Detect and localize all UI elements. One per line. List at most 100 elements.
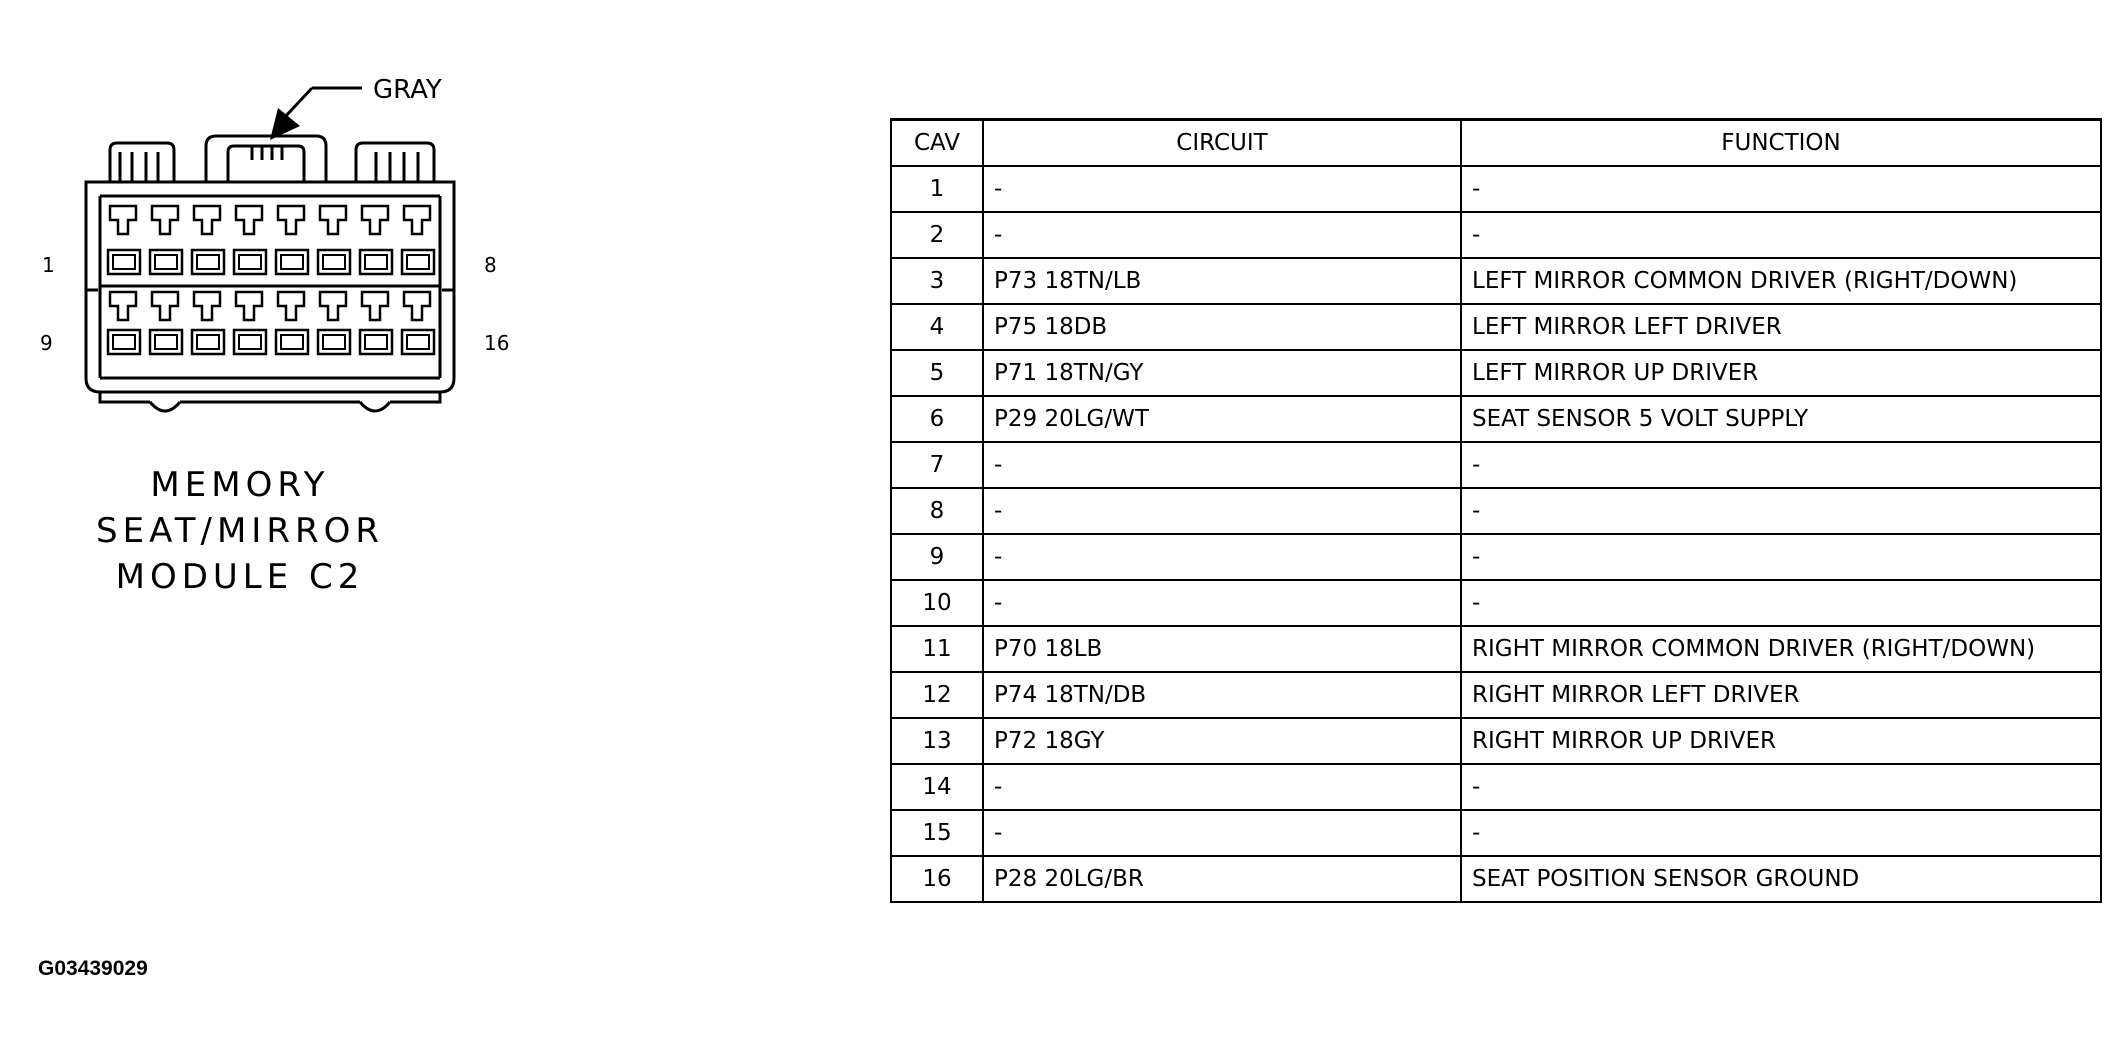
pin-terminals [106, 204, 436, 356]
circuit-cell: - [982, 487, 1462, 535]
header-circuit: CIRCUIT [982, 118, 1462, 167]
table-row: 14-- [890, 763, 2102, 811]
pin-cavity-5 [274, 204, 310, 276]
pin-cavity-13 [274, 290, 310, 356]
figure-id: G03439029 [38, 957, 148, 980]
connector-latches [108, 134, 436, 182]
table-row: 7-- [890, 441, 2102, 489]
cav-cell: 5 [890, 349, 984, 397]
pin-cavity-10 [148, 290, 184, 356]
header-function: FUNCTION [1460, 118, 2102, 167]
pin-cavity-14 [316, 290, 352, 356]
cav-cell: 9 [890, 533, 984, 581]
circuit-cell: P73 18TN/LB [982, 257, 1462, 305]
pin-label-16: 16 [484, 331, 509, 355]
table-row: 8-- [890, 487, 2102, 535]
cav-cell: 6 [890, 395, 984, 443]
circuit-cell: - [982, 579, 1462, 627]
gray-callout-arrow [270, 86, 362, 140]
cav-cell: 16 [890, 855, 984, 903]
function-cell: SEAT POSITION SENSOR GROUND [1460, 855, 2102, 903]
pin-label-8: 8 [484, 253, 497, 277]
circuit-cell: P71 18TN/GY [982, 349, 1462, 397]
function-cell: - [1460, 211, 2102, 259]
function-cell: - [1460, 763, 2102, 811]
table-row: 9-- [890, 533, 2102, 581]
circuit-cell: - [982, 165, 1462, 213]
cav-cell: 7 [890, 441, 984, 489]
pin-label-9: 9 [40, 331, 53, 355]
table-row: 2-- [890, 211, 2102, 259]
function-cell: - [1460, 579, 2102, 627]
function-cell: RIGHT MIRROR COMMON DRIVER (RIGHT/DOWN) [1460, 625, 2102, 673]
pin-cavity-7 [358, 204, 394, 276]
cav-cell: 2 [890, 211, 984, 259]
function-cell: - [1460, 809, 2102, 857]
function-cell: LEFT MIRROR COMMON DRIVER (RIGHT/DOWN) [1460, 257, 2102, 305]
circuit-cell: P75 18DB [982, 303, 1462, 351]
circuit-cell: - [982, 211, 1462, 259]
cav-cell: 13 [890, 717, 984, 765]
function-cell: - [1460, 165, 2102, 213]
circuit-cell: - [982, 441, 1462, 489]
cav-cell: 4 [890, 303, 984, 351]
pin-cavity-16 [400, 290, 436, 356]
cav-cell: 14 [890, 763, 984, 811]
function-cell: - [1460, 533, 2102, 581]
pin-cavity-12 [232, 290, 268, 356]
table-row: 1-- [890, 165, 2102, 213]
connector-diagram: GRAY 1 8 9 16 [40, 75, 509, 413]
circuit-cell: P74 18TN/DB [982, 671, 1462, 719]
circuit-cell: - [982, 809, 1462, 857]
pin-cavity-8 [400, 204, 436, 276]
circuit-cell: - [982, 763, 1462, 811]
pin-cavity-4 [232, 204, 268, 276]
pin-cavity-6 [316, 204, 352, 276]
circuit-cell: - [982, 533, 1462, 581]
pin-cavity-2 [148, 204, 184, 276]
table-row: 10-- [890, 579, 2102, 627]
connector-body [84, 180, 456, 413]
function-cell: SEAT SENSOR 5 VOLT SUPPLY [1460, 395, 2102, 443]
cav-cell: 12 [890, 671, 984, 719]
connector-title-line-2: MODULE C2 [115, 557, 365, 597]
pin-cavity-15 [358, 290, 394, 356]
cav-cell: 1 [890, 165, 984, 213]
connector-title: MEMORY SEAT/MIRROR MODULE C2 [20, 462, 460, 600]
pin-cavity-11 [190, 290, 226, 356]
connector-title-line-1: MEMORY SEAT/MIRROR [96, 465, 384, 551]
header-cav: CAV [890, 118, 984, 167]
color-label: GRAY [373, 75, 442, 105]
cav-cell: 15 [890, 809, 984, 857]
function-cell: LEFT MIRROR UP DRIVER [1460, 349, 2102, 397]
function-cell: RIGHT MIRROR UP DRIVER [1460, 717, 2102, 765]
pin-cavity-1 [106, 204, 142, 276]
cav-cell: 3 [890, 257, 984, 305]
function-cell: LEFT MIRROR LEFT DRIVER [1460, 303, 2102, 351]
table-header-row: CAV CIRCUIT FUNCTION [890, 118, 2102, 167]
circuit-cell: P70 18LB [982, 625, 1462, 673]
cav-cell: 11 [890, 625, 984, 673]
pin-cavity-9 [106, 290, 142, 356]
cav-cell: 10 [890, 579, 984, 627]
circuit-cell: P29 20LG/WT [982, 395, 1462, 443]
pin-label-1: 1 [42, 253, 55, 277]
function-cell: - [1460, 441, 2102, 489]
function-cell: RIGHT MIRROR LEFT DRIVER [1460, 671, 2102, 719]
table-row: 15-- [890, 809, 2102, 857]
function-cell: - [1460, 487, 2102, 535]
circuit-cell: P28 20LG/BR [982, 855, 1462, 903]
cav-cell: 8 [890, 487, 984, 535]
pin-cavity-3 [190, 204, 226, 276]
circuit-cell: P72 18GY [982, 717, 1462, 765]
